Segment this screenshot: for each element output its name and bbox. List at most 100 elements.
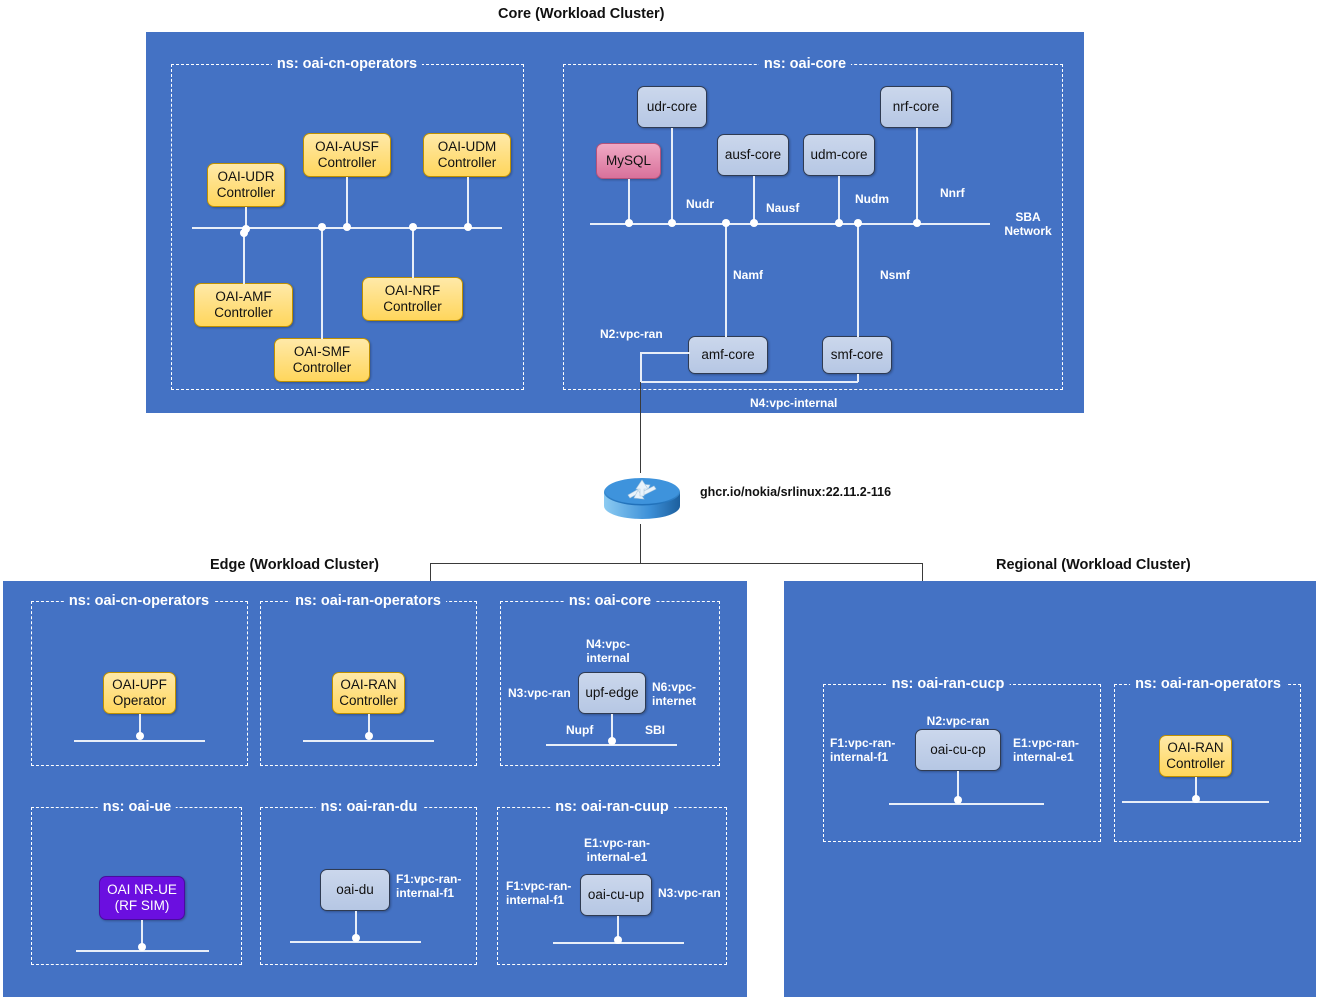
node-label: oai-du xyxy=(336,882,374,898)
node-oai-amf-controller[interactable]: OAI-AMF Controller xyxy=(194,283,293,327)
node-oai-nr-ue[interactable]: OAI NR-UE (RF SIM) xyxy=(99,876,185,920)
ns-edge-ran-operators-label: ns: oai-ran-operators xyxy=(290,593,446,609)
link-mysql xyxy=(628,179,630,224)
link-smf-core xyxy=(857,223,859,337)
node-oai-smf-controller[interactable]: OAI-SMF Controller xyxy=(274,338,370,382)
link-smf-controller xyxy=(321,228,323,339)
node-label: udr-core xyxy=(646,99,698,115)
link-ausf-core xyxy=(753,176,755,224)
ns-edge-oai-core-label: ns: oai-core xyxy=(563,593,657,609)
link-nr-ue xyxy=(141,920,143,948)
link-udr-core xyxy=(671,128,673,224)
node-oai-ran-controller-edge[interactable]: OAI-RAN Controller xyxy=(332,672,405,714)
router-branch-left xyxy=(430,563,641,565)
interface-n2-vpc-ran-core-label: N2:vpc-ran xyxy=(600,327,663,341)
node-label: MySQL xyxy=(605,153,651,169)
node-oai-ran-controller-regional[interactable]: OAI-RAN Controller xyxy=(1159,735,1232,777)
bus-dot xyxy=(750,219,758,227)
node-upf-edge[interactable]: upf-edge xyxy=(578,672,646,714)
edge-cluster-title: Edge (Workload Cluster) xyxy=(210,557,379,573)
bus-dot xyxy=(136,732,144,740)
node-oai-upf-operator[interactable]: OAI-UPF Operator xyxy=(103,672,176,714)
link-ran-controller-edge xyxy=(368,714,370,738)
node-oai-cu-up[interactable]: oai-cu-up xyxy=(580,874,652,916)
node-label: upf-edge xyxy=(585,685,639,701)
interface-n2-vpc-ran-cucp-label: N2:vpc-ran xyxy=(926,714,990,728)
node-label: amf-core xyxy=(701,347,755,363)
node-oai-ausf-controller[interactable]: OAI-AUSF Controller xyxy=(303,133,391,177)
interface-n4-vpc-internal-core-label: N4:vpc-internal xyxy=(750,396,838,410)
bus-dot xyxy=(625,219,633,227)
link-upf-edge xyxy=(611,714,613,742)
interface-n6-vpc-internet-label: N6:vpc- internet xyxy=(652,680,697,709)
node-udm-core[interactable]: udm-core xyxy=(803,134,875,176)
link-udm-controller xyxy=(467,177,469,228)
regional-drop-connector xyxy=(922,563,924,586)
node-oai-udr-controller[interactable]: OAI-UDR Controller xyxy=(207,163,285,207)
router-icon[interactable] xyxy=(600,462,684,524)
node-label: oai-cu-up xyxy=(587,887,645,903)
link-upf-operator xyxy=(139,714,141,738)
ns-edge-ran-cuup-label: ns: oai-ran-cuup xyxy=(550,799,674,815)
node-label: OAI-NRF Controller xyxy=(383,283,442,314)
node-oai-cu-cp[interactable]: oai-cu-cp xyxy=(915,729,1001,771)
interface-f1-vpc-ran-internal-f1-cucp-label: F1:vpc-ran- internal-f1 xyxy=(830,736,896,765)
bus-dot xyxy=(913,219,921,227)
node-label: ausf-core xyxy=(724,147,782,163)
regional-cluster-panel xyxy=(784,581,1316,997)
node-oai-udm-controller[interactable]: OAI-UDM Controller xyxy=(423,133,511,177)
link-oai-cu-up xyxy=(617,916,619,941)
n2-core-vertical xyxy=(640,352,642,382)
interface-namf-label: Namf xyxy=(733,268,764,282)
sba-network-label: SBA Network xyxy=(1004,210,1052,239)
bus-dot xyxy=(722,219,730,227)
node-label: OAI-AMF Controller xyxy=(214,289,273,320)
node-oai-nrf-controller[interactable]: OAI-NRF Controller xyxy=(362,277,463,321)
node-label: udm-core xyxy=(810,147,868,163)
core-to-router-connector xyxy=(640,382,642,473)
bus-dot xyxy=(854,219,862,227)
interface-nsmf-label: Nsmf xyxy=(880,268,911,282)
link-oai-cu-cp xyxy=(957,771,959,799)
edge-cn-operators-bus xyxy=(74,740,205,742)
node-ausf-core[interactable]: ausf-core xyxy=(717,134,789,176)
node-oai-du[interactable]: oai-du xyxy=(320,869,390,911)
edge-drop-connector xyxy=(430,563,432,586)
bus-dot xyxy=(608,737,616,745)
interface-e1-vpc-ran-internal-e1-cuup-label: E1:vpc-ran- internal-e1 xyxy=(583,836,651,865)
edge-ran-operators-bus xyxy=(303,740,434,742)
interface-f1-vpc-ran-internal-f1-du-label: F1:vpc-ran- internal-f1 xyxy=(396,872,462,901)
regional-cluster-title: Regional (Workload Cluster) xyxy=(996,557,1191,573)
node-label: OAI-SMF Controller xyxy=(292,344,352,375)
interface-nnrf-label: Nnrf xyxy=(940,186,965,200)
interface-e1-vpc-ran-internal-e1-cucp-label: E1:vpc-ran- internal-e1 xyxy=(1013,736,1080,765)
ns-regional-ran-operators-label: ns: oai-ran-operators xyxy=(1130,676,1286,692)
link-amf-core xyxy=(725,223,727,337)
interface-nudr-label: Nudr xyxy=(686,197,714,211)
node-amf-core[interactable]: amf-core xyxy=(688,336,768,374)
ns-core-cn-operators-label: ns: oai-cn-operators xyxy=(271,56,423,72)
node-mysql[interactable]: MySQL xyxy=(596,143,661,179)
ns-regional-ran-cucp-label: ns: oai-ran-cucp xyxy=(886,676,1010,692)
router-branch-right xyxy=(640,563,923,565)
link-nrf-controller xyxy=(412,228,414,278)
ns-core-oai-core-label: ns: oai-core xyxy=(758,56,852,72)
node-smf-core[interactable]: smf-core xyxy=(822,336,892,374)
node-label: OAI NR-UE (RF SIM) xyxy=(107,882,177,913)
link-nrf-core xyxy=(916,128,918,224)
node-udr-core[interactable]: udr-core xyxy=(637,86,707,128)
interface-n3-vpc-ran-edge-label: N3:vpc-ran xyxy=(508,686,571,700)
bus-dot xyxy=(352,934,360,942)
link-udr-controller xyxy=(245,207,247,229)
bus-dot xyxy=(668,219,676,227)
bus-dot xyxy=(464,223,472,231)
node-nrf-core[interactable]: nrf-core xyxy=(880,86,952,128)
bus-dot xyxy=(614,936,622,944)
ns-edge-ran-du-label: ns: oai-ran-du xyxy=(315,799,423,815)
interface-n4-vpc-internal-edge-label: N4:vpc- internal xyxy=(585,637,630,666)
bus-dot xyxy=(1192,795,1200,803)
regional-cucp-bus xyxy=(889,803,1044,805)
bus-dot xyxy=(365,732,373,740)
node-label: OAI-UPF Operator xyxy=(112,677,167,708)
interface-nausf-label: Nausf xyxy=(766,201,800,215)
